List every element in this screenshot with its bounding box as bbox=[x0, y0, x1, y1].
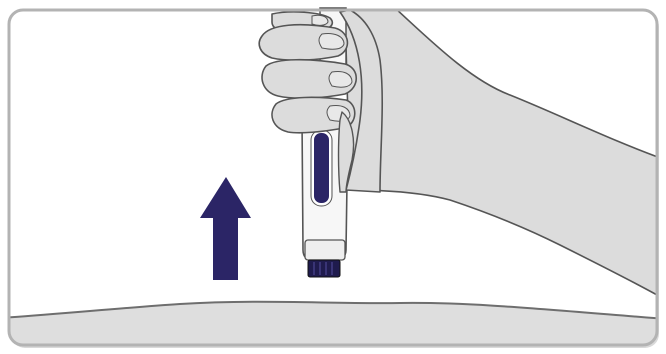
pen-window bbox=[313, 132, 330, 204]
pen-tip bbox=[308, 260, 340, 277]
